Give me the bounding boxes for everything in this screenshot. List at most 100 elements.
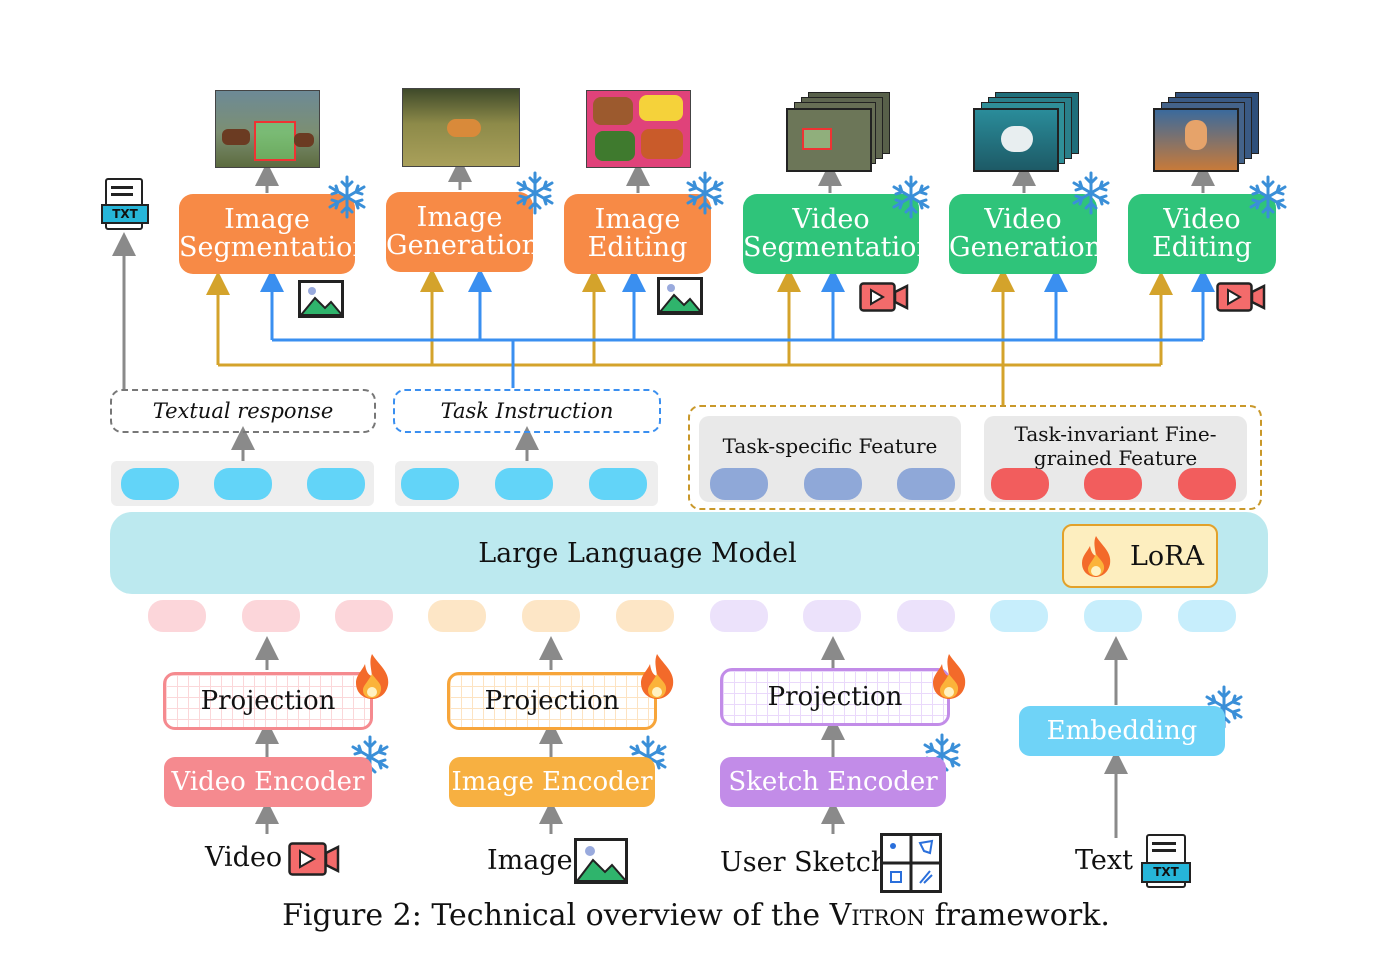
token [991,468,1049,500]
projection-label: Projection [200,686,336,716]
video-projection: Projection [163,672,373,730]
input-image-label: Image [487,845,573,876]
projection-label: Projection [484,686,620,716]
fire-icon [1082,536,1111,577]
task-line2: Segmentation [743,232,934,263]
image-editing-thumbnail [586,90,691,168]
encoder-label: Image Encoder [451,767,653,797]
token [307,468,365,500]
encoder-label: Sketch Encoder [728,767,938,797]
video-encoder: Video Encoder [164,757,372,807]
fire-icon [356,654,389,699]
fire-icon [641,654,674,699]
instruction-token-panel [395,461,658,506]
token [990,600,1048,632]
snowflake-icon [516,171,554,215]
snowflake-icon [686,171,724,215]
task-line1: Image [594,204,681,235]
task-line1: Video [1163,204,1241,235]
token [804,468,862,500]
sketch-grid-icon [880,833,942,893]
token [1084,468,1142,500]
task-specific-feature-title: Task-specific Feature [722,434,938,458]
task-line1: Image [416,202,503,233]
video-generation-frames [973,92,1083,172]
token [1178,600,1236,632]
encoder-label: Video Encoder [171,767,365,797]
fire-icon [933,654,966,699]
image-icon [657,277,703,315]
input-token-row [0,600,1392,632]
task-line1: Image [224,204,310,235]
task-image-editing: Image Editing [564,194,711,274]
textual-response-label: Textual response [152,399,334,423]
token [897,600,955,632]
image-projection: Projection [447,672,657,730]
token [803,600,861,632]
embedding: Embedding [1019,706,1225,756]
task-line1: Video [792,204,870,235]
video-camera-icon [1216,282,1266,312]
task-image-generation: Image Generation [386,192,540,272]
task-instruction-label: Task Instruction [440,399,614,423]
textual-response-box: Textual response [110,389,376,433]
token [495,468,553,500]
txt-badge: TXT [1141,862,1191,883]
projection-label: Projection [767,682,903,712]
token [121,468,179,500]
token [589,468,647,500]
input-sketch-label: User Sketch [720,847,889,878]
token [616,600,674,632]
large-language-model: Large Language Model LoRA [110,512,1268,594]
textual-token-panel [111,461,374,506]
snowflake-icon [1072,171,1110,215]
task-line2: Generation [949,232,1103,263]
image-segmentation-thumbnail [215,90,320,168]
image-icon [298,280,344,318]
lora-label: LoRA [1130,541,1205,572]
task-line2: Generation [386,230,540,261]
task-specific-feature-panel: Task-specific Feature [699,416,961,502]
feature-title-line2: grained Feature [1033,446,1198,470]
caption-framework-name: Vitron [829,898,926,933]
task-line2: Editing [587,232,688,263]
figure-caption: Figure 2: Technical overview of the Vitr… [0,898,1392,933]
token [428,600,486,632]
caption-suffix: framework. [925,898,1110,933]
token [710,468,768,500]
video-camera-icon [859,282,909,312]
token [1084,600,1142,632]
lora-badge: LoRA [1062,524,1218,588]
task-video-generation: Video Generation [949,194,1103,274]
token [401,468,459,500]
snowflake-icon [1249,175,1287,219]
snowflake-icon [892,175,930,219]
snowflake-icon [328,175,366,219]
input-text-label: Text [1075,845,1133,876]
feature-title-line1: Task-invariant Fine- [1014,422,1217,446]
task-invariant-feature-title: Task-invariant Fine- grained Feature [984,422,1247,470]
input-video-label: Video [205,842,283,873]
token [335,600,393,632]
sketch-encoder: Sketch Encoder [720,757,946,807]
image-generation-thumbnail [402,88,520,167]
video-camera-icon [288,842,340,876]
video-editing-frames [1153,92,1263,172]
task-line2: Editing [1152,232,1252,263]
task-image-segmentation: Image Segmentation [179,194,370,274]
token [897,468,955,500]
task-line2: Segmentation [179,232,370,263]
image-icon [574,838,628,884]
txt-file-icon: TXT [101,178,149,230]
token [148,600,206,632]
task-invariant-feature-panel: Task-invariant Fine- grained Feature [984,416,1247,502]
task-instruction-box: Task Instruction [393,389,661,433]
token [1178,468,1236,500]
token [522,600,580,632]
llm-label: Large Language Model [478,538,797,569]
feature-group-box [688,405,1262,510]
token [214,468,272,500]
sketch-projection: Projection [720,668,950,726]
caption-prefix: Figure 2: Technical overview of the [282,898,830,933]
